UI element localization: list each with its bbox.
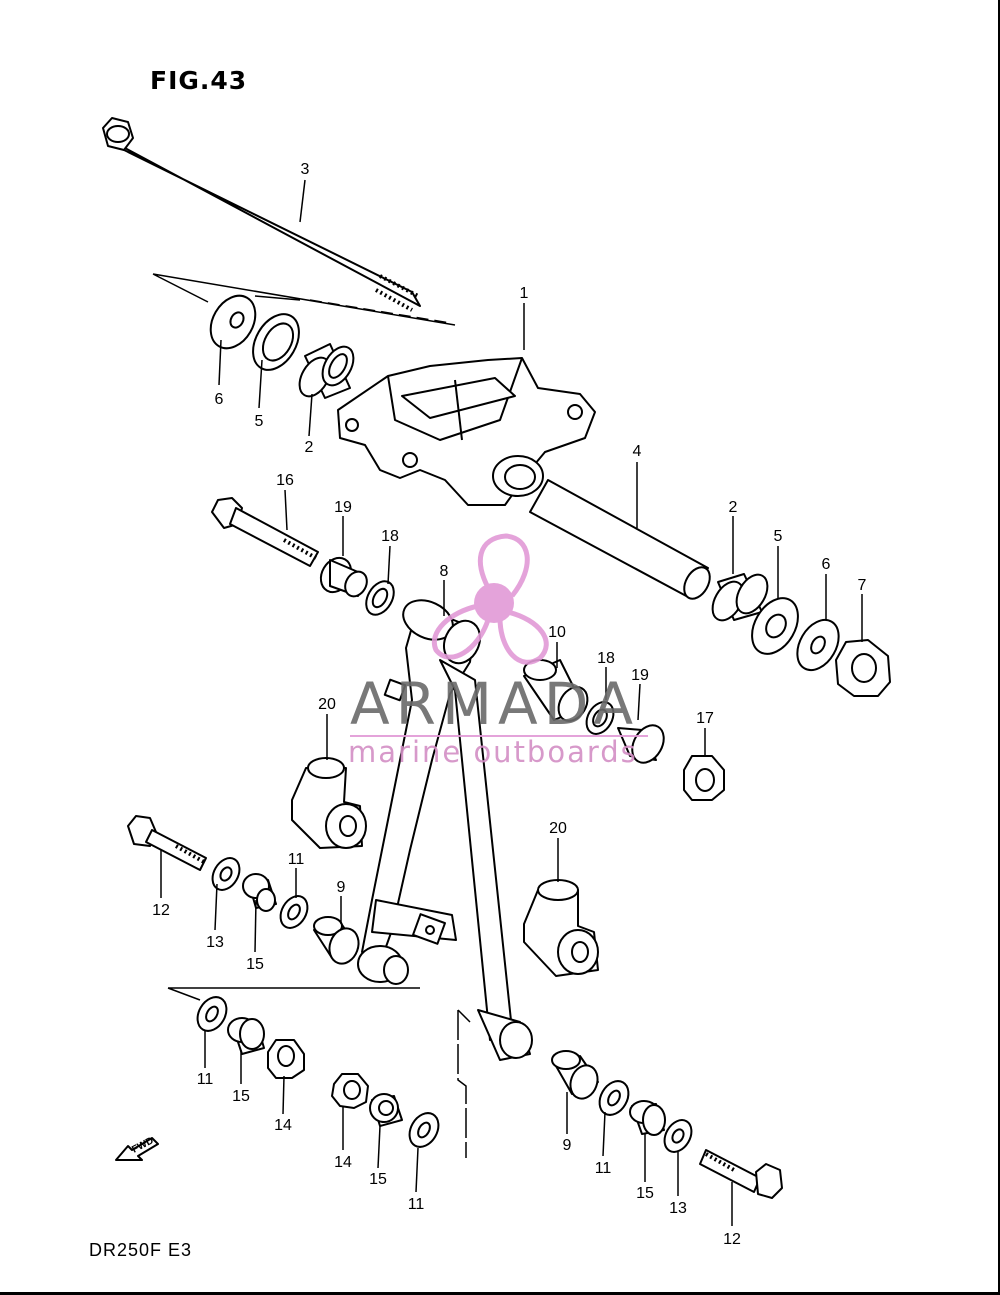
callout-9: 9	[337, 879, 346, 896]
part-15-collar-left-1	[242, 873, 277, 912]
callout-13-bottom-right: 13	[669, 1200, 687, 1217]
part-13-washer-left	[211, 857, 241, 891]
callouts: 3 1 6 5 2 4 2 5 6 7 16 19 18 8 10 18 19 …	[152, 161, 866, 1248]
callout-18-right: 18	[597, 650, 615, 667]
part-6-washer-left	[209, 294, 257, 350]
part-18-seal-left	[365, 580, 395, 616]
part-14-nut-bottom-left	[267, 1039, 305, 1079]
part-20-bracket-right	[523, 879, 599, 977]
part-4-spacer-tube	[529, 479, 711, 600]
part-8-cushion-rod	[357, 599, 533, 1061]
callout-6: 6	[215, 391, 224, 408]
callout-13: 13	[206, 934, 224, 951]
callout-20-right: 20	[549, 820, 567, 837]
callout-14-bottom-left: 14	[274, 1117, 292, 1134]
part-3-long-bolt	[102, 117, 421, 312]
callout-19-right: 19	[631, 667, 649, 684]
part-18-seal-right	[585, 701, 615, 735]
part-1-cushion-lever	[337, 357, 596, 506]
callout-15: 15	[246, 956, 264, 973]
part-15-collar-bottom-left	[227, 1017, 265, 1055]
part-17-nut	[683, 755, 725, 801]
callout-16: 16	[276, 472, 294, 489]
callout-5: 5	[255, 413, 264, 430]
callout-19: 19	[334, 499, 352, 516]
callout-11: 11	[288, 851, 305, 868]
part-15-collar-bottom-right	[629, 1100, 666, 1136]
part-19-collar-left	[319, 556, 368, 598]
model-code: DR250F E3	[89, 1240, 193, 1260]
callout-14-bottom-middle: 14	[334, 1154, 352, 1171]
bottom-border	[0, 1292, 1000, 1295]
part-16-bolt	[211, 497, 319, 567]
callout-12-bottom-right: 12	[723, 1231, 741, 1248]
part-6-washer-right	[796, 618, 840, 672]
armada-watermark: ARMADA marine outboards	[348, 533, 648, 769]
part-9-spacer-left	[313, 916, 360, 965]
part-7-nut	[835, 639, 891, 697]
part-15-collar-bottom-middle	[369, 1093, 403, 1127]
callout-2: 2	[305, 439, 314, 456]
callout-7: 7	[858, 577, 867, 594]
part-5-seal-left	[252, 313, 300, 371]
callout-4: 4	[633, 443, 642, 460]
part-14-nut-bottom-middle	[331, 1073, 369, 1109]
callout-11-bottom-left: 11	[197, 1071, 214, 1088]
propeller-logo-icon	[431, 533, 549, 665]
callout-5-right: 5	[774, 528, 783, 545]
watermark-brand: ARMADA	[350, 670, 639, 738]
part-2-bearing-left	[298, 343, 355, 399]
right-border	[998, 0, 1000, 1295]
callout-18: 18	[381, 528, 399, 545]
watermark-tagline: marine outboards	[348, 735, 638, 769]
part-12-bolt-left	[127, 815, 207, 871]
callout-3: 3	[301, 161, 310, 178]
fwd-arrow-icon	[115, 1137, 159, 1161]
leader-lines	[160, 179, 863, 1226]
part-11-seal-bottom-left	[196, 996, 228, 1032]
part-2-bearing-right	[711, 573, 769, 622]
part-11-seal-bottom-right	[598, 1080, 630, 1116]
part-5-seal-right	[751, 597, 799, 655]
callout-15-bottom-middle: 15	[369, 1171, 387, 1188]
callout-9-bottom-right: 9	[563, 1137, 572, 1154]
callout-2-right: 2	[729, 499, 738, 516]
callout-10: 10	[548, 624, 566, 641]
callout-1: 1	[520, 285, 529, 302]
callout-17: 17	[696, 710, 714, 727]
part-13-washer-bottom-right	[663, 1119, 693, 1153]
part-20-bracket-left	[291, 757, 367, 849]
callout-8: 8	[440, 563, 449, 580]
callout-6-right: 6	[822, 556, 831, 573]
part-10-spacer	[523, 659, 589, 722]
assembly-lines	[152, 273, 471, 1158]
callout-15-bottom-right: 15	[636, 1185, 654, 1202]
figure-title: FIG.43	[150, 66, 248, 95]
callout-11-bottom-right: 11	[595, 1160, 612, 1177]
part-11-seal-left-1	[279, 895, 309, 929]
callout-12: 12	[152, 902, 170, 919]
callout-20-left: 20	[318, 696, 336, 713]
callout-15-bottom-left: 15	[232, 1088, 250, 1105]
callout-11-bottom-middle: 11	[408, 1196, 425, 1213]
part-11-seal-bottom-middle	[408, 1112, 440, 1148]
part-9-spacer-right	[551, 1050, 599, 1100]
part-12-bolt-right	[699, 1149, 783, 1199]
